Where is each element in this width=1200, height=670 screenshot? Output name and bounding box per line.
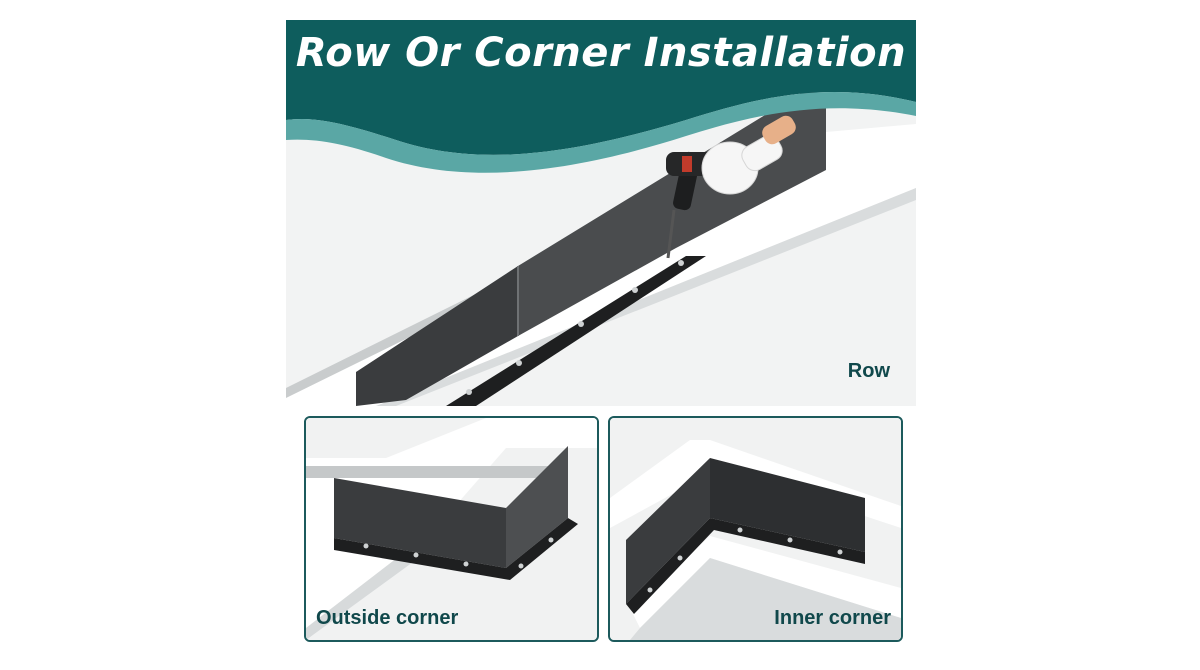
inner-corner-illustration xyxy=(610,418,901,640)
row-scene-illustration xyxy=(286,20,916,406)
glove-icon xyxy=(701,115,796,195)
inner-corner-label: Inner corner xyxy=(774,607,891,629)
screw-holes xyxy=(466,260,684,395)
product-infographic: Row Or Corner Installation Row Outside c… xyxy=(286,20,916,645)
inner-corner-panel: Inner corner xyxy=(608,416,903,642)
outside-corner-illustration xyxy=(306,418,597,640)
title-banner xyxy=(286,20,916,155)
row-installation-scene: Row Or Corner Installation Row xyxy=(286,20,916,406)
outside-corner-label: Outside corner xyxy=(316,607,459,629)
outside-corner-panel: Outside corner xyxy=(304,416,599,642)
page-title: Row Or Corner Installation xyxy=(295,30,907,76)
row-label: Row xyxy=(847,360,890,382)
